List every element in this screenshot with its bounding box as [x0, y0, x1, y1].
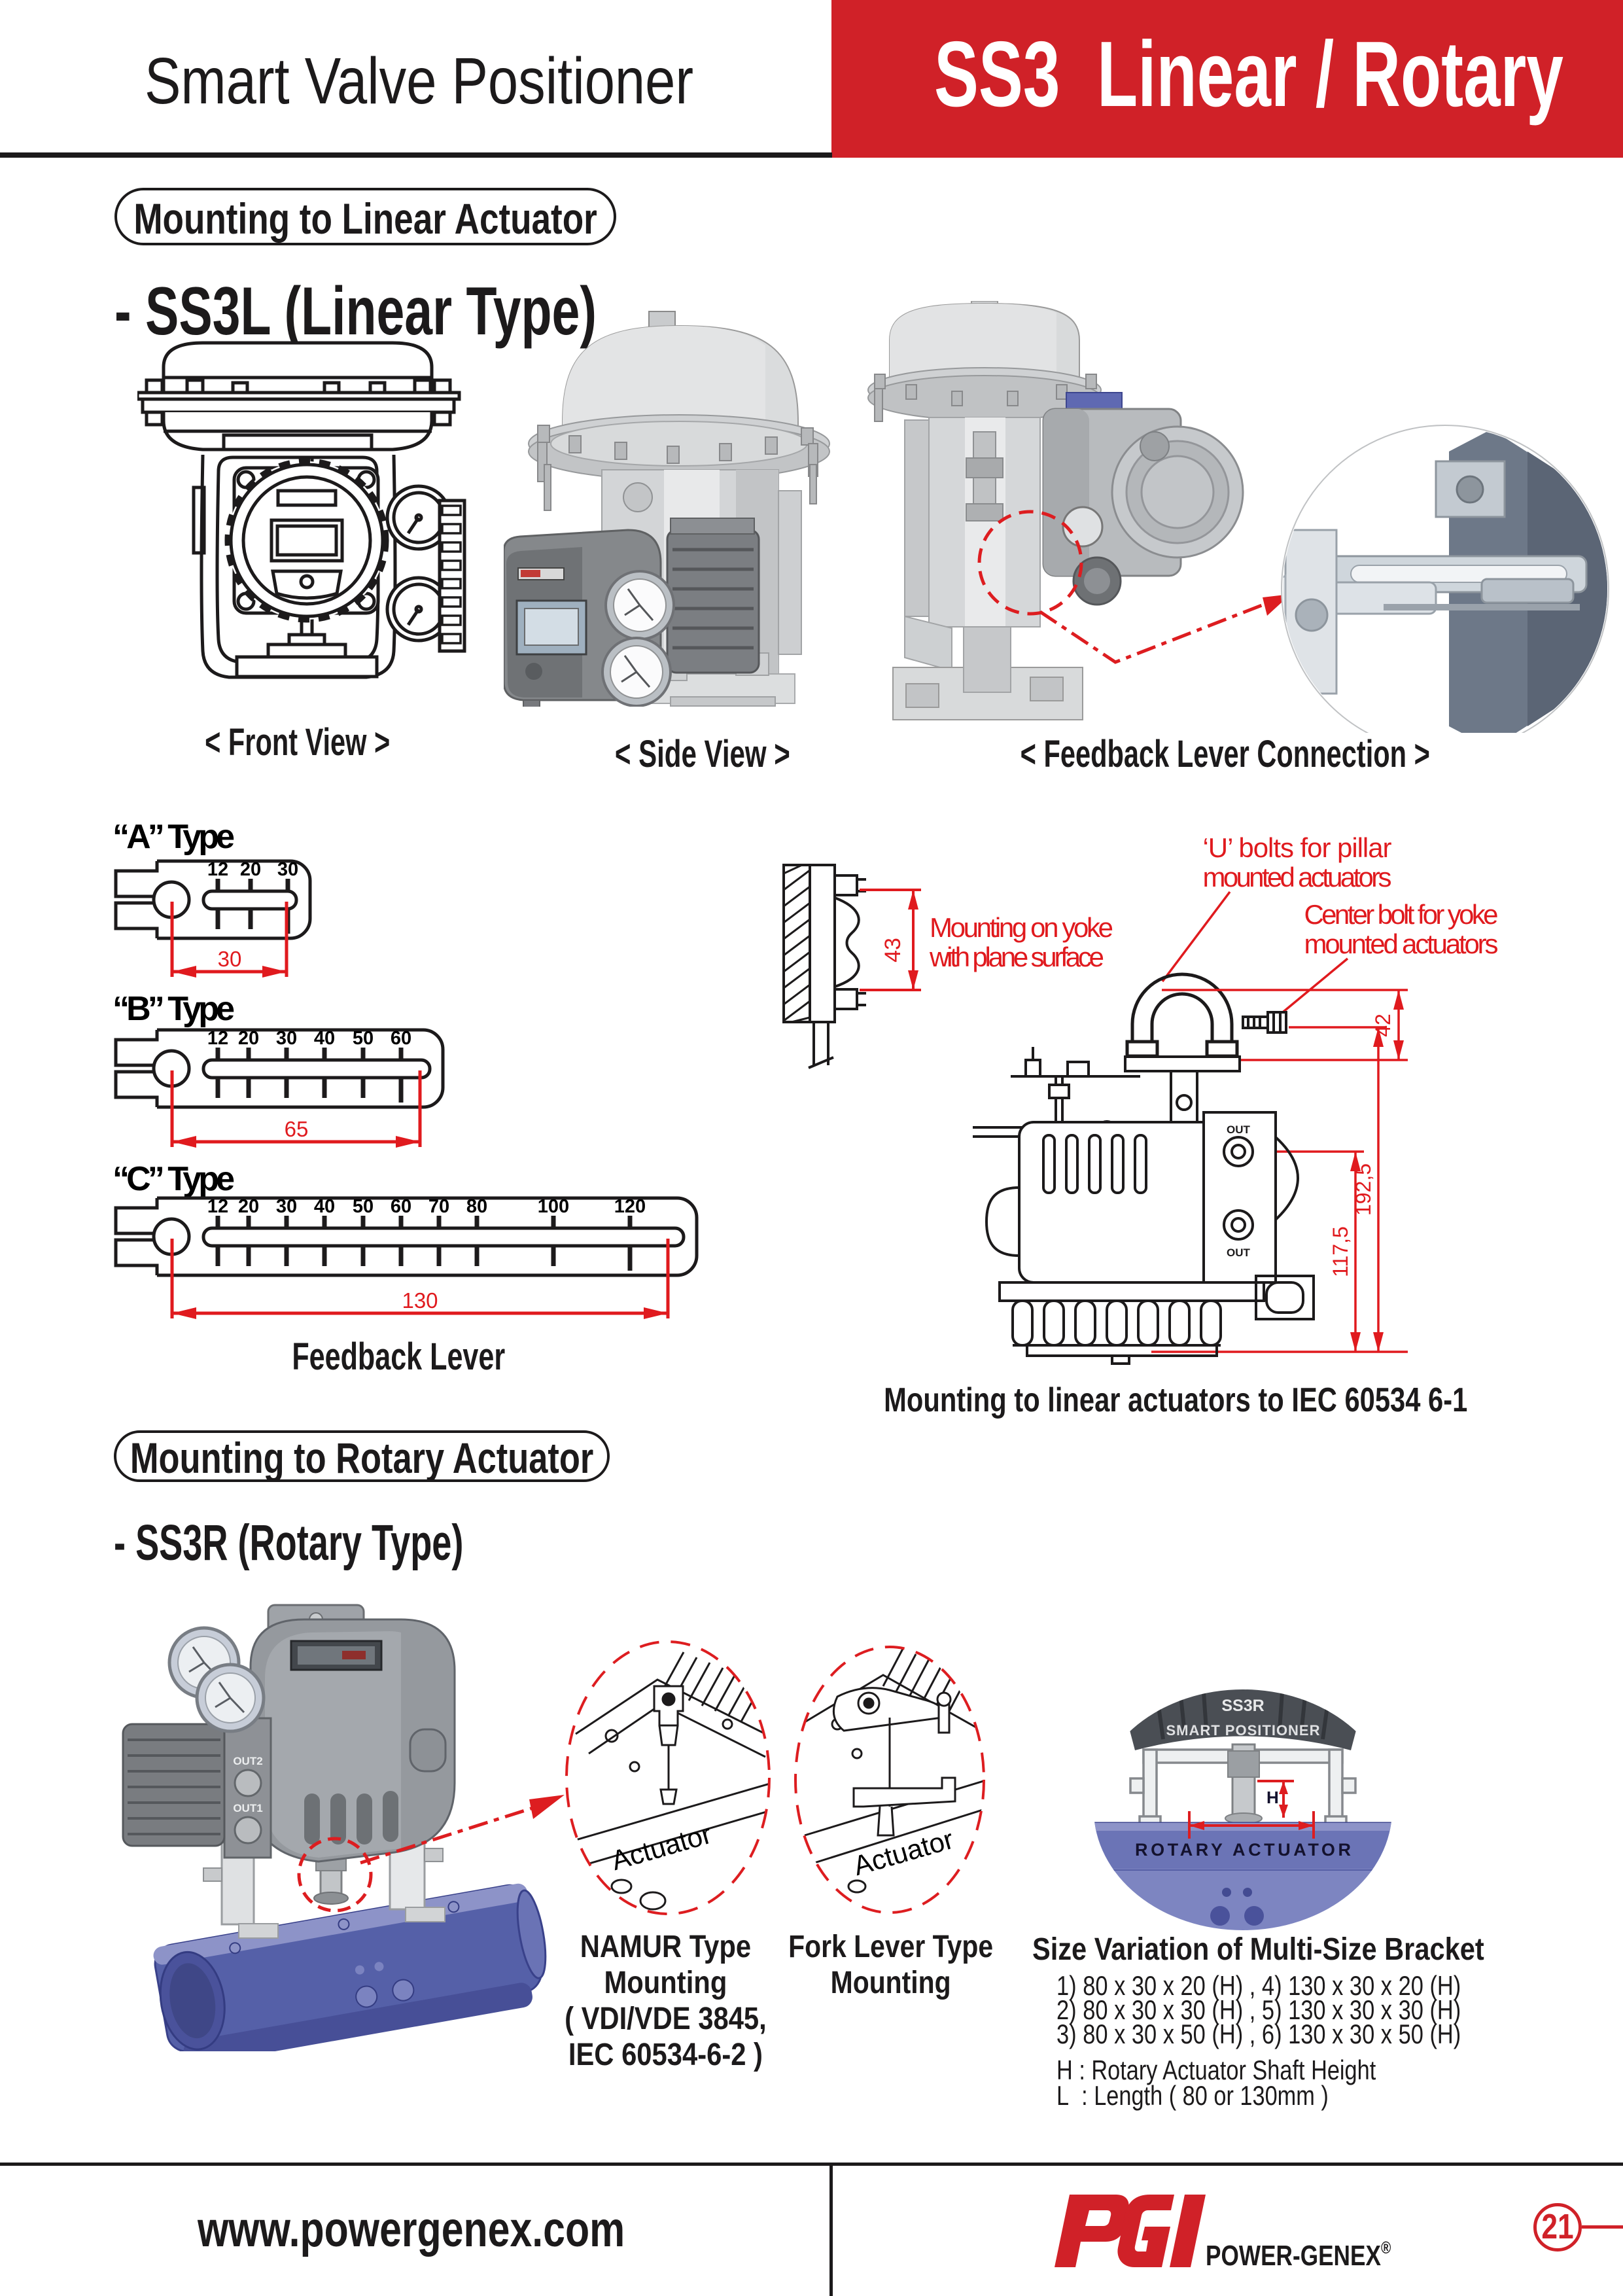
- svg-text:with plane surface: with plane surface: [929, 942, 1104, 972]
- svg-text:mounted actuators: mounted actuators: [1304, 928, 1499, 959]
- svg-text:60: 60: [391, 1196, 411, 1217]
- svg-text:12: 12: [207, 1196, 228, 1217]
- svg-text:60: 60: [391, 1028, 411, 1049]
- svg-text:117,5: 117,5: [1329, 1226, 1352, 1277]
- svg-text:192,5: 192,5: [1352, 1163, 1375, 1216]
- svg-text:43: 43: [881, 938, 905, 963]
- svg-text:“C” Type: “C” Type: [113, 1160, 235, 1198]
- svg-text:120: 120: [614, 1196, 646, 1217]
- svg-text:12: 12: [207, 1028, 228, 1049]
- svg-text:“B” Type: “B” Type: [113, 990, 235, 1028]
- svg-text:ROTARY ACTUATOR: ROTARY ACTUATOR: [1135, 1840, 1351, 1860]
- svg-text:OUT: OUT: [1227, 1123, 1251, 1136]
- svg-text:40: 40: [314, 1028, 335, 1049]
- svg-text:SMART POSITIONER: SMART POSITIONER: [1166, 1722, 1320, 1739]
- svg-text:Mounting on yoke: Mounting on yoke: [930, 912, 1113, 943]
- svg-text:50: 50: [353, 1196, 374, 1217]
- svg-text:Actuator: Actuator: [850, 1824, 956, 1881]
- svg-text:OUT1: OUT1: [233, 1802, 262, 1814]
- svg-text:SS3R: SS3R: [1221, 1697, 1264, 1715]
- svg-text:30: 30: [276, 1028, 297, 1049]
- svg-text:‘U’ bolts for pillar: ‘U’ bolts for pillar: [1203, 832, 1392, 863]
- svg-text:30: 30: [277, 859, 298, 880]
- svg-text:100: 100: [538, 1196, 569, 1217]
- svg-text:20: 20: [238, 1028, 259, 1049]
- svg-text:H: H: [1266, 1788, 1279, 1807]
- svg-text:80: 80: [466, 1196, 487, 1217]
- svg-text:70: 70: [428, 1196, 449, 1217]
- svg-text:Center bolt for yoke: Center bolt for yoke: [1304, 899, 1499, 930]
- svg-text:20: 20: [240, 859, 261, 880]
- svg-text:42: 42: [1371, 1014, 1395, 1037]
- svg-text:130: 130: [402, 1288, 438, 1313]
- svg-text:12: 12: [207, 859, 228, 880]
- svg-text:40: 40: [314, 1196, 335, 1217]
- svg-text:“A” Type: “A” Type: [113, 818, 235, 856]
- svg-text:30: 30: [218, 947, 242, 971]
- svg-text:mounted actuators: mounted actuators: [1203, 862, 1392, 892]
- svg-text:OUT: OUT: [1227, 1246, 1251, 1259]
- svg-text:OUT2: OUT2: [233, 1755, 262, 1767]
- svg-text:30: 30: [276, 1196, 297, 1217]
- svg-text:50: 50: [353, 1028, 374, 1049]
- svg-text:65: 65: [285, 1117, 309, 1141]
- svg-text:20: 20: [238, 1196, 259, 1217]
